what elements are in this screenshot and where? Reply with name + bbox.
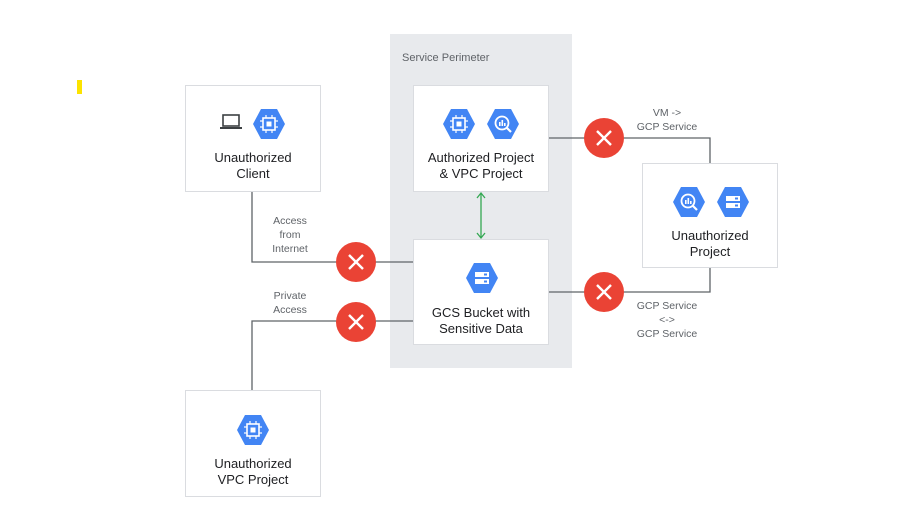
connector-private xyxy=(251,320,413,390)
unauthorized-project-label: Unauthorized Project xyxy=(671,228,749,259)
edge-label-vm-gcp: VM -> GCP Service xyxy=(636,107,698,133)
cloud-storage-icon xyxy=(466,263,498,293)
highlight-marker xyxy=(77,80,82,94)
compute-engine-icon xyxy=(443,109,475,139)
edge-label-private: Private Access xyxy=(273,290,307,316)
authorized-project-label: Authorized Project & VPC Project xyxy=(427,150,535,181)
edge-label-internet: Access from Internet xyxy=(272,215,308,255)
service-perimeter-label: Service Perimeter xyxy=(402,52,490,64)
unauthorized-project-node: Unauthorized Project xyxy=(642,163,778,268)
compute-engine-icon xyxy=(253,109,285,139)
edge-label-gcp-gcp: GCP Service <-> GCP Service xyxy=(636,300,698,340)
laptop-icon xyxy=(220,114,242,129)
allowed-arrow xyxy=(476,191,486,240)
unauthorized-client-label: Unauthorized Client xyxy=(214,150,292,181)
unauthorized-vpc-label: Unauthorized VPC Project xyxy=(214,456,292,487)
blocked-x-icon xyxy=(584,118,624,158)
blocked-x-icon xyxy=(336,242,376,282)
gcs-bucket-label: GCS Bucket with Sensitive Data xyxy=(431,305,531,336)
compute-engine-icon xyxy=(237,415,269,445)
gcs-bucket-node: GCS Bucket with Sensitive Data xyxy=(413,239,549,345)
authorized-project-node: Authorized Project & VPC Project xyxy=(413,85,549,192)
blocked-x-icon xyxy=(336,302,376,342)
connector-gcp-gcp xyxy=(549,268,711,293)
unauthorized-vpc-node: Unauthorized VPC Project xyxy=(185,390,321,497)
connector-vm-gcp xyxy=(549,137,711,163)
unauthorized-client-node: Unauthorized Client xyxy=(185,85,321,192)
cloud-storage-icon xyxy=(717,187,749,217)
blocked-x-icon xyxy=(584,272,624,312)
bigquery-icon xyxy=(673,187,705,217)
bigquery-icon xyxy=(487,109,519,139)
